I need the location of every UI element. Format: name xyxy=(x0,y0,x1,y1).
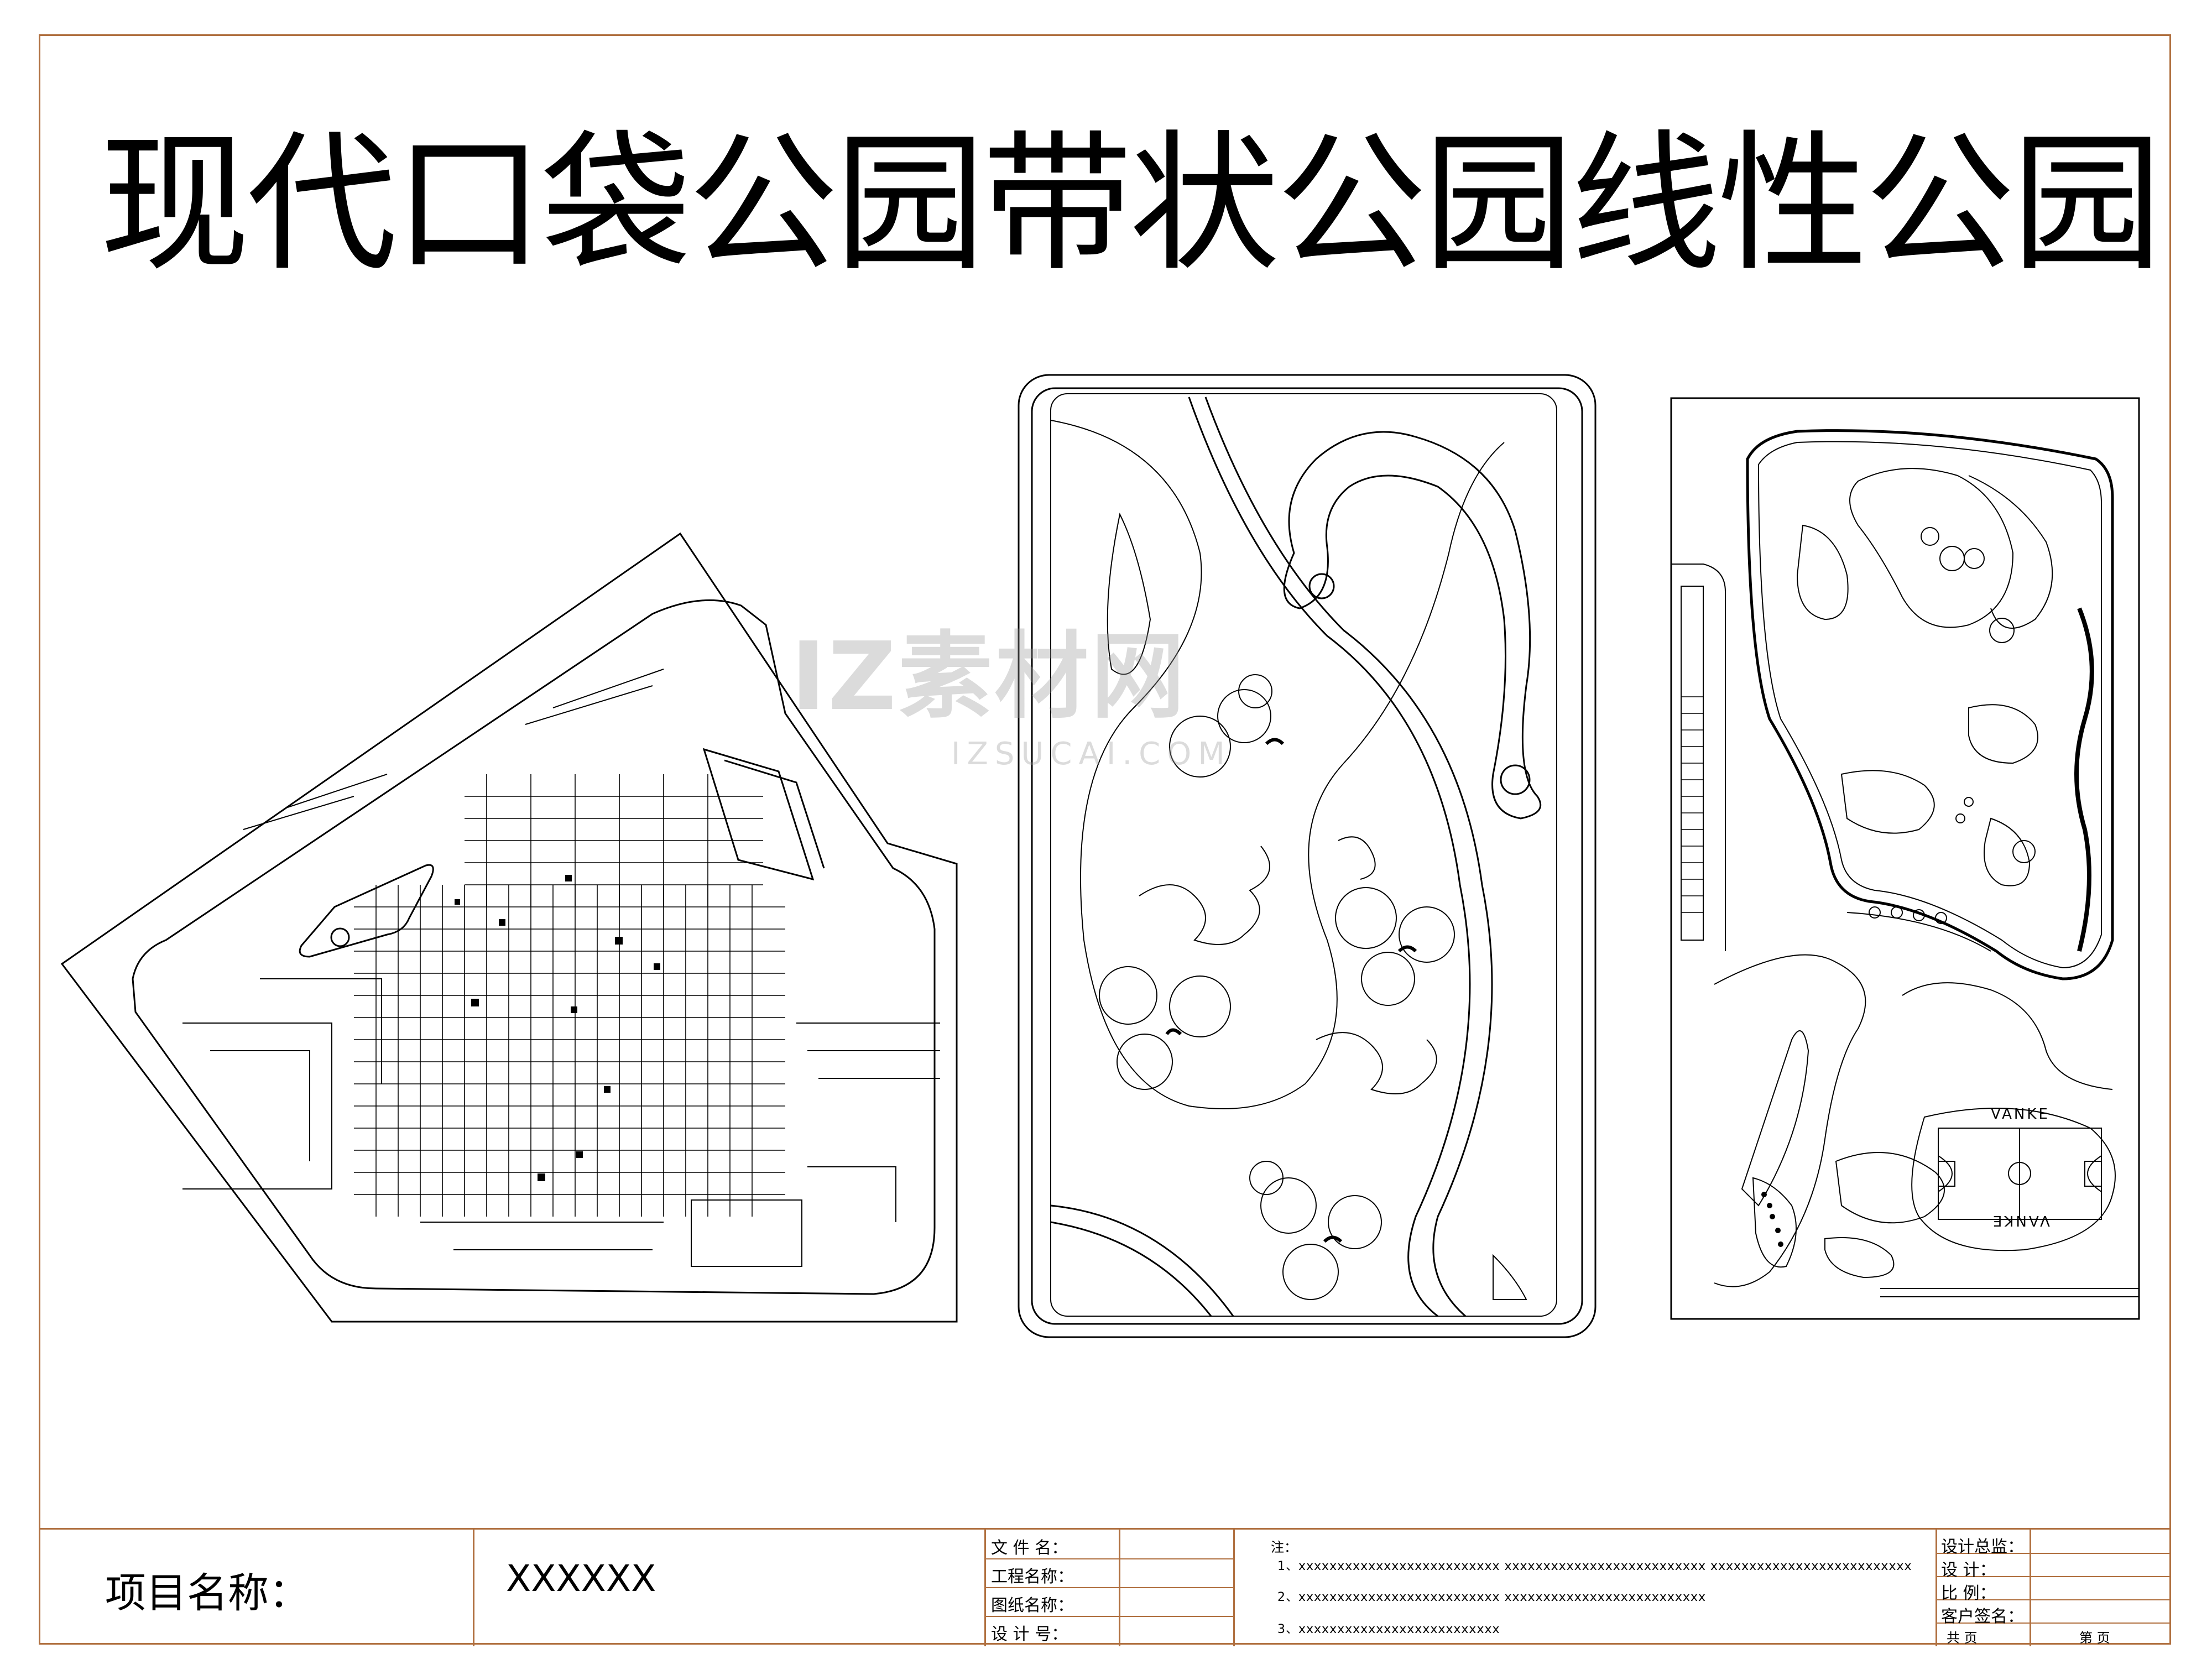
note-line-3: 3、xxxxxxxxxxxxxxxxxxxxxxxxxx xyxy=(1277,1623,1500,1636)
court-label-bottom: VANKE xyxy=(1991,1212,2050,1229)
note-line-1: 1、xxxxxxxxxxxxxxxxxxxxxxxxxx xxxxxxxxxxx… xyxy=(1277,1559,1912,1573)
title-block-rule xyxy=(1936,1576,2171,1577)
notes-label: 注： xyxy=(1271,1540,1297,1555)
title-block-divider xyxy=(1233,1530,1235,1646)
court-label-top: VANKE xyxy=(1991,1106,2050,1123)
title-block-rule xyxy=(984,1616,1233,1617)
linear-park-plan xyxy=(1670,397,2140,1320)
title-block-rule xyxy=(1936,1623,2171,1624)
sheet-border xyxy=(39,34,2171,1645)
title-block: 项目名称： XXXXXX 文 件 名： 工程名称： 图纸名称： 设 计 号： 注… xyxy=(39,1528,2171,1646)
title-block-rule xyxy=(1936,1553,2171,1554)
drawing-name-label: 图纸名称： xyxy=(991,1596,1074,1615)
drawing-title: 现代口袋公园带状公园线性公园 xyxy=(100,117,2162,292)
designer-label: 设 计： xyxy=(1941,1561,1996,1580)
project-title-label: 工程名称： xyxy=(991,1567,1074,1587)
title-block-rule xyxy=(1936,1599,2171,1600)
title-block-divider xyxy=(2030,1530,2031,1646)
total-pages-label: 共 页 xyxy=(1947,1630,1978,1646)
design-number-label: 设 计 号： xyxy=(991,1625,1068,1644)
title-block-rule xyxy=(984,1587,1233,1588)
watermark-url: IZSUCAI.COM xyxy=(951,736,1232,772)
client-signature-label: 客户签名： xyxy=(1941,1607,2024,1626)
strip-park-plan xyxy=(1018,374,1597,1338)
title-block-divider xyxy=(1936,1530,1937,1646)
note-line-2: 2、xxxxxxxxxxxxxxxxxxxxxxxxxx xxxxxxxxxxx… xyxy=(1277,1590,1707,1604)
title-block-rule xyxy=(984,1558,1233,1559)
design-director-label: 设计总监： xyxy=(1941,1537,2024,1557)
project-name-label: 项目名称： xyxy=(105,1569,310,1617)
page-number-label: 第 页 xyxy=(2079,1630,2110,1646)
project-name-value: XXXXXX xyxy=(506,1557,656,1600)
file-name-label: 文 件 名： xyxy=(991,1538,1068,1558)
basketball-court xyxy=(1911,1108,2116,1251)
watermark-text: IZ素材网 xyxy=(791,622,1187,732)
scale-label: 比 例： xyxy=(1941,1584,1996,1603)
pocket-park-plan xyxy=(60,532,958,1323)
watermark: IZ素材网 IZSUCAI.COM xyxy=(791,600,1232,772)
title-block-divider xyxy=(473,1530,474,1646)
